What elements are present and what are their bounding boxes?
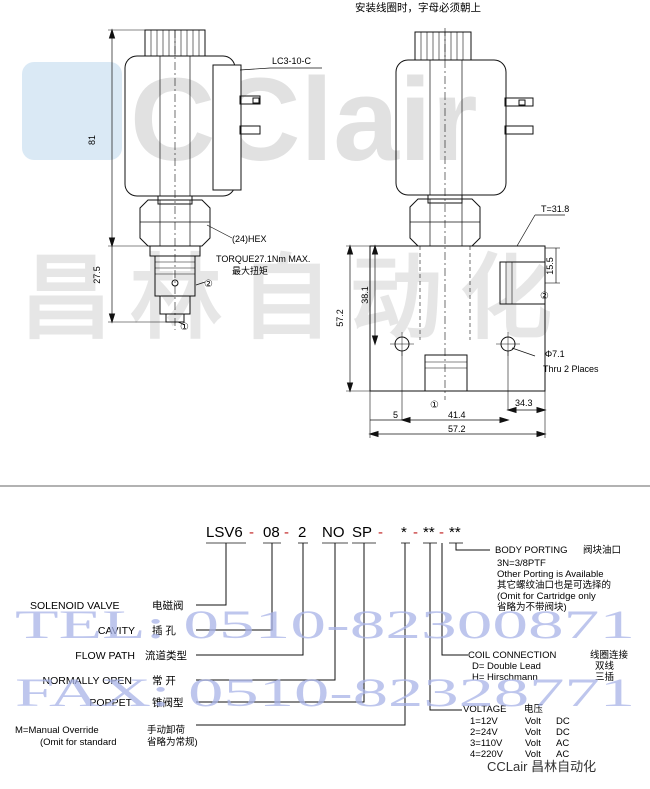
valve-block-view [346, 28, 565, 438]
dim-81: 81 [87, 135, 97, 145]
body-porting-l3: 其它螺纹油口也是可选择的 [497, 579, 611, 591]
body-porting-l2: Other Porting is Available [497, 569, 604, 580]
dim-27-5: 27.5 [92, 266, 102, 284]
voltage-row-type: DC [556, 727, 570, 738]
voltage-row-code: 2=24V [470, 727, 498, 738]
dim-57-2-vertical: 57.2 [335, 309, 345, 327]
body-porting-l5: 省略为不带阀块) [497, 601, 567, 613]
dim-5: 5 [393, 410, 398, 420]
voltage-title-cn: 电压 [524, 703, 544, 715]
override-line1-cn: 手动卸荷 [147, 724, 186, 736]
torque-label: TORQUE27.1Nm MAX. [216, 254, 310, 264]
body-porting-l4: (Omit for Cartridge only [497, 591, 596, 602]
code-sep-4: - [413, 524, 418, 541]
cartridge-side-view [108, 28, 322, 330]
port-1-right: ① [430, 400, 439, 411]
code-override: * [401, 524, 407, 541]
voltage-row-type: DC [556, 716, 570, 727]
legend-left: SOLENOID VALVE 电磁阀 CAVITY 插 孔 FLOW PATH … [15, 599, 198, 748]
coil-connection-title: COIL CONNECTION [468, 650, 556, 661]
mounting-note: 安装线圈时，字母必须朝上 [355, 1, 481, 14]
code-coil: ** [449, 524, 461, 541]
hex-nut-right [409, 198, 481, 247]
port-1-left: ① [180, 322, 189, 333]
hex-label: (24)HEX [232, 234, 267, 244]
dim-57-2-horizontal: 57.2 [448, 424, 466, 434]
legend-cavity-en: CAVITY [98, 625, 135, 637]
port-2-right: ② [540, 291, 549, 302]
code-cavity: 08 [263, 524, 280, 541]
legend-poppet-cn: 锥阀型 [152, 696, 184, 709]
override-line1: M=Manual Override [15, 725, 99, 736]
ordering-code: LSV6 - 08 - 2 NO SP - * - ** - ** [206, 524, 461, 541]
watermark-logo-latin: CClair [130, 54, 478, 186]
dim-hole-diameter: Φ7.1 [545, 349, 565, 359]
thru-note: Thru 2 Places [543, 364, 599, 374]
code-flow-path: 2 [298, 524, 306, 541]
dim-15-5: 15.5 [545, 257, 555, 275]
legend-no-cn: 常 开 [152, 674, 176, 687]
footer-brand: CCLair 昌林自动化 [487, 759, 596, 774]
voltage-row-type: AC [556, 738, 569, 749]
watermark-logo: CClair 昌林自动化 [20, 54, 570, 350]
coil-connection-l2: H= Hirschmann [472, 672, 538, 683]
voltage-row-unit: Volt [525, 749, 541, 760]
watermark-logo-cn: 昌林自动化 [20, 248, 570, 350]
coil-connector [212, 64, 242, 191]
legend-no-en: NORMALLY OPEN [43, 675, 132, 687]
voltage-legend: VOLTAGE 电压 1=12V Volt DC 2=24V Volt DC 3… [463, 703, 570, 760]
code-leader-lines [196, 543, 490, 726]
dim-41-4: 41.4 [448, 410, 466, 420]
coil-connection-title-cn: 线圈连接 [590, 649, 629, 661]
torque-label-cn: 最大扭矩 [232, 265, 268, 276]
voltage-row-code: 3=110V [470, 738, 503, 749]
coil-connection-l2-cn: 三插 [595, 671, 615, 683]
coil-connection-l1: D= Double Lead [472, 661, 541, 672]
voltage-row-unit: Volt [525, 738, 541, 749]
code-series: LSV6 [206, 524, 243, 541]
legend-flow-cn: 流道类型 [145, 649, 187, 662]
code-sep-3: - [378, 524, 383, 541]
legend-poppet-en: POPPET [89, 697, 132, 709]
code-sep-2: - [284, 524, 289, 541]
code-sep-5: - [439, 524, 444, 541]
coil-connection-l1-cn: 双线 [595, 660, 615, 672]
code-poppet: SP [352, 524, 372, 541]
coil-label: LC3-10-C [272, 56, 312, 66]
body-porting-title-cn: 阀块油口 [583, 544, 621, 556]
watermark-tel: TEL: 0510-82300871 [15, 602, 635, 647]
coil-connection-legend: COIL CONNECTION 线圈连接 D= Double Lead 双线 H… [468, 649, 629, 683]
watermark-logo-box [22, 62, 122, 160]
body-porting-legend: BODY PORTING 阀块油口 3N=3/8PTF Other Portin… [495, 544, 621, 613]
legend-flow-en: FLOW PATH [75, 650, 135, 662]
voltage-row-unit: Volt [525, 727, 541, 738]
voltage-row-type: AC [556, 749, 569, 760]
hex-nut [139, 199, 211, 247]
override-line2-cn: 省略为常规) [147, 736, 198, 748]
body-porting-title: BODY PORTING [495, 545, 568, 556]
watermark-fax: FAX: 0510-82328771 [15, 670, 635, 715]
voltage-title: VOLTAGE [463, 704, 506, 715]
voltage-row-code: 4=220V [470, 749, 504, 760]
override-line2: (Omit for standard [40, 737, 117, 748]
legend-solenoid-cn: 电磁阀 [152, 599, 184, 612]
dim-34-3: 34.3 [515, 398, 533, 408]
code-voltage: ** [423, 524, 435, 541]
port-2-left: ② [204, 279, 213, 290]
code-sep-1: - [249, 524, 254, 541]
body-porting-l1: 3N=3/8PTF [497, 558, 546, 569]
code-normally-open: NO [322, 524, 345, 541]
voltage-row-code: 1=12V [470, 716, 498, 727]
dim-38-1: 38.1 [360, 286, 370, 304]
voltage-row-unit: Volt [525, 716, 541, 727]
legend-cavity-cn: 插 孔 [152, 624, 176, 637]
dim-thickness: T=31.8 [541, 204, 569, 214]
legend-solenoid-en: SOLENOID VALVE [30, 600, 119, 612]
